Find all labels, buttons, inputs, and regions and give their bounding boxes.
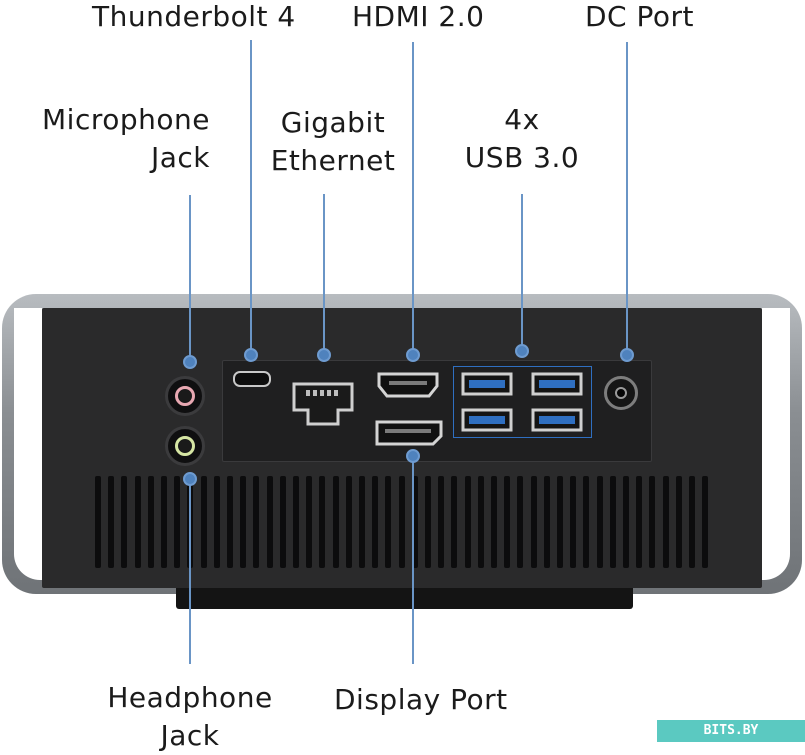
vent-slot: [359, 476, 365, 568]
vent-slot: [200, 476, 207, 568]
ethernet-callout-line: [323, 194, 325, 353]
thunderbolt-callout-dot: [244, 348, 258, 362]
microphone-jack: [165, 376, 205, 416]
vent-slot: [438, 476, 445, 568]
vent-slot: [174, 476, 181, 568]
vent-slot: [530, 476, 537, 568]
vent-slot: [319, 476, 326, 568]
ethernet-label-line1: Gigabit: [280, 106, 386, 139]
usb-label-line2: USB 3.0: [464, 141, 580, 174]
vent-slot: [623, 476, 629, 568]
vent-slot: [504, 476, 511, 568]
dc-port-label: DC Port: [585, 0, 695, 33]
vent-slot: [557, 476, 563, 568]
vent-slot: [279, 476, 286, 568]
dc-port-callout-line: [626, 42, 628, 354]
usb-port-2: [531, 372, 583, 396]
vent-slot: [675, 476, 682, 568]
vent-slot: [517, 476, 524, 568]
vent-slot: [121, 476, 128, 568]
microphone-label-line1: Microphone: [42, 103, 210, 136]
ethernet-port: [292, 382, 354, 426]
vent-slot: [636, 476, 643, 568]
thunderbolt-label: Thunderbolt 4: [92, 0, 296, 33]
displayport-port: [375, 420, 443, 446]
usb-port-4: [531, 408, 583, 432]
vent-slot: [649, 476, 656, 568]
usb-port-3: [461, 408, 513, 432]
vent-slot: [398, 476, 405, 568]
vent-slot: [253, 476, 260, 568]
displayport-callout-line: [412, 458, 414, 664]
vent-slot: [451, 476, 458, 568]
frame-gap-left: [14, 308, 42, 580]
vent-grille: [95, 476, 715, 568]
hdmi-port: [377, 372, 439, 398]
vent-slot: [662, 476, 669, 568]
frame-gap-right: [762, 308, 790, 580]
usb-group-outline: [453, 366, 592, 438]
vent-slot: [332, 476, 339, 568]
vent-slot: [583, 476, 590, 568]
chassis-foot: [176, 585, 633, 609]
vent-slot: [372, 476, 379, 568]
ethernet-callout-dot: [317, 348, 331, 362]
vent-slot: [596, 476, 603, 568]
vent-slot: [345, 476, 352, 568]
vent-slot: [213, 476, 220, 568]
displayport-callout-dot: [406, 449, 420, 463]
hdmi-callout-dot: [406, 348, 420, 362]
headphone-jack: [165, 426, 205, 466]
vent-slot: [385, 476, 392, 568]
microphone-callout-line: [189, 195, 191, 361]
vent-slot: [425, 476, 431, 568]
headphone-callout-line: [189, 480, 191, 664]
vent-slot: [609, 476, 616, 568]
usb-port-1: [461, 372, 513, 396]
vent-slot: [240, 476, 247, 568]
vent-slot: [543, 476, 550, 568]
usb-callout-line: [521, 194, 523, 350]
vent-slot: [477, 476, 484, 568]
hdmi-label: HDMI 2.0: [352, 0, 485, 33]
display-port-label: Display Port: [334, 683, 508, 716]
usb-label-line1: 4x: [504, 103, 540, 136]
headphone-callout-dot: [183, 472, 197, 486]
vent-slot: [266, 476, 273, 568]
vent-slot: [306, 476, 313, 568]
microphone-callout-dot: [183, 355, 197, 369]
usb-callout-dot: [515, 344, 529, 358]
headphone-label-line2: Jack: [160, 719, 220, 752]
dc-port-callout-dot: [620, 348, 634, 362]
vent-slot: [161, 476, 167, 568]
headphone-label-line1: Headphone: [107, 681, 273, 714]
vent-slot: [293, 476, 299, 568]
microphone-label-line2: Jack: [150, 141, 210, 174]
dc-port: [604, 376, 638, 410]
vent-slot: [464, 476, 471, 568]
vent-slot: [689, 476, 695, 568]
vent-slot: [147, 476, 154, 568]
vent-slot: [702, 476, 709, 568]
vent-slot: [491, 476, 497, 568]
ethernet-label-line2: Ethernet: [270, 144, 396, 177]
vent-slot: [134, 476, 141, 568]
thunderbolt-callout-line: [250, 40, 252, 353]
thunderbolt-port: [233, 371, 271, 387]
vent-slot: [108, 476, 115, 568]
vent-slot: [411, 476, 418, 568]
vent-slot: [95, 476, 101, 568]
vent-slot: [570, 476, 577, 568]
watermark-badge: BITS.BY: [657, 720, 805, 742]
hdmi-callout-line: [412, 42, 414, 353]
vent-slot: [227, 476, 233, 568]
